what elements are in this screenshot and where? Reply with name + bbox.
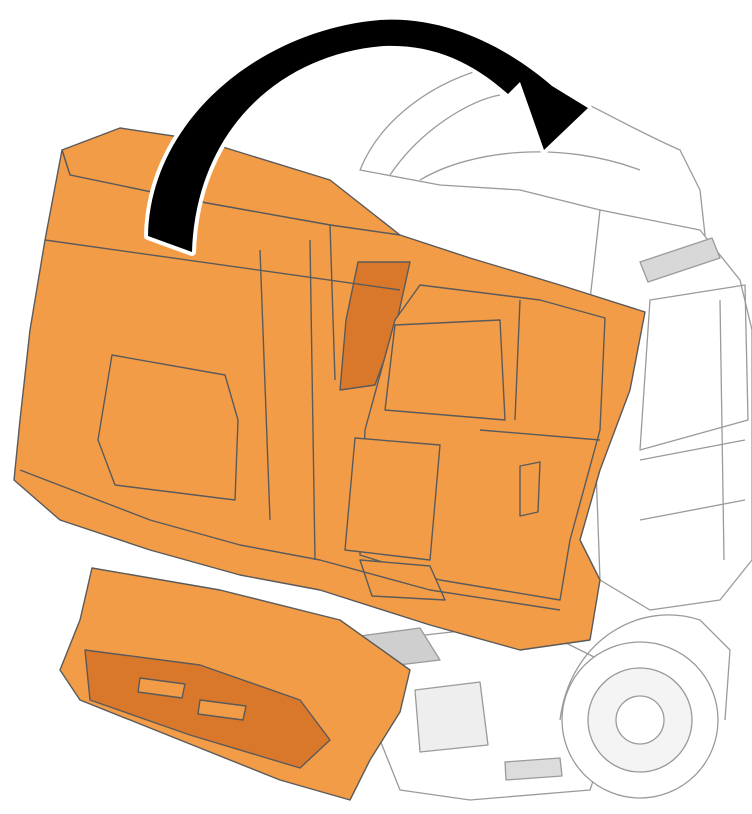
- cab-rear-window: [97, 354, 239, 501]
- cab-door-window: [384, 319, 506, 421]
- ghost-wheel-hub: [615, 695, 665, 745]
- ghost-headlight: [414, 681, 489, 753]
- ghost-step: [504, 757, 563, 781]
- cab-side-vent: [339, 261, 411, 391]
- cab-bottom-edge: [19, 469, 561, 611]
- tilted-cab-highlighted: [13, 127, 646, 801]
- cab-panel-lines: [44, 224, 601, 561]
- ghost-side-vent: [639, 237, 721, 283]
- cab-door-lower-window: [344, 437, 441, 561]
- cab-grille-slot-2: [197, 699, 247, 721]
- cab-grille-slot-1: [137, 677, 186, 699]
- ghost-side-window: [639, 284, 749, 451]
- cab-door-handle: [519, 461, 541, 517]
- cab-step: [359, 559, 446, 601]
- ghost-wheel-arch: [559, 614, 731, 721]
- ghost-roof-ridge: [389, 94, 641, 181]
- curved-arrow-icon: [144, 15, 592, 256]
- arrow-body: [148, 19, 588, 252]
- ghost-door-line: [639, 299, 746, 561]
